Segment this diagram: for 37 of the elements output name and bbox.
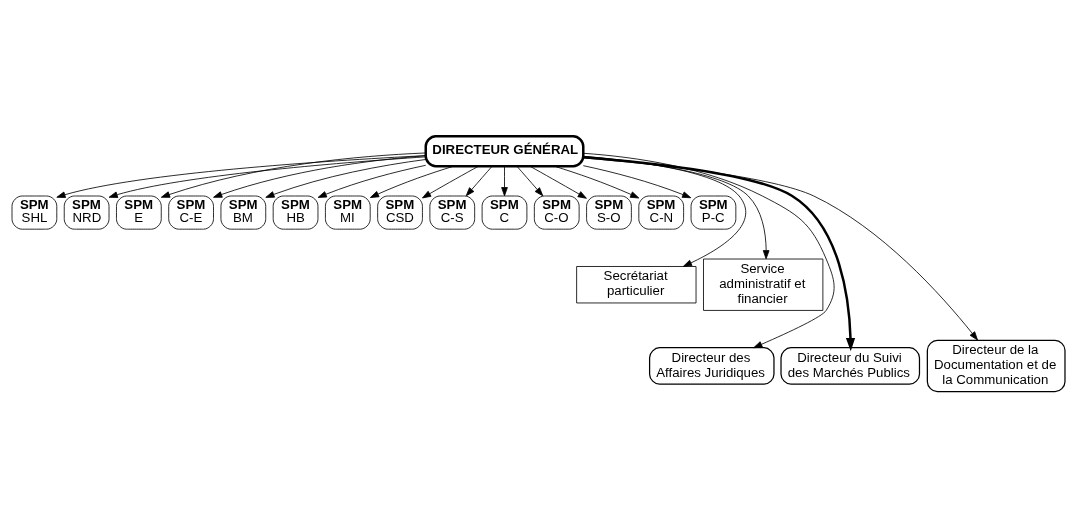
arrow bbox=[213, 155, 426, 198]
node-box: SPM E bbox=[116, 195, 162, 230]
node-box: Directeur de la Documentation et de la Communication bbox=[926, 339, 1066, 393]
node-box: SPM C bbox=[481, 195, 528, 230]
arrow bbox=[369, 165, 455, 198]
arrow bbox=[529, 165, 587, 199]
node-box: SPM C-O bbox=[533, 195, 580, 230]
node-box: SPM HB bbox=[272, 195, 319, 230]
node-box: SPM C-N bbox=[638, 195, 684, 230]
node-box: Secrétariat particulier bbox=[576, 266, 697, 304]
arrow bbox=[582, 157, 978, 341]
arrow bbox=[582, 156, 770, 260]
node-box: Service administratif et financier bbox=[703, 258, 824, 311]
node-box: SPM NRD bbox=[63, 195, 110, 230]
node-box: SPM MI bbox=[325, 195, 371, 230]
node-box: SPM S-O bbox=[586, 195, 632, 230]
node-box: DIRECTEUR GÉNÉRAL bbox=[424, 135, 585, 168]
node-box: Directeur des Affaires Juridiques bbox=[649, 347, 775, 385]
node-box: SPM P-C bbox=[690, 195, 737, 230]
arrow bbox=[583, 155, 746, 267]
node-box: SPM C-E bbox=[168, 195, 214, 230]
arrow bbox=[160, 152, 426, 198]
arrow bbox=[56, 155, 427, 198]
node-box: Directeur du Suivi des Marchés Publics bbox=[780, 347, 921, 385]
arrow bbox=[501, 165, 508, 197]
node-box: SPM CSD bbox=[377, 195, 423, 230]
node-box: SPM BM bbox=[220, 195, 267, 230]
arrow bbox=[422, 165, 479, 199]
arrow bbox=[516, 165, 544, 197]
node-box: SPM C-S bbox=[429, 195, 476, 230]
arrow bbox=[108, 156, 427, 198]
arrow bbox=[582, 165, 692, 199]
arrow bbox=[265, 159, 427, 198]
arrow bbox=[317, 164, 427, 198]
arrow bbox=[553, 165, 640, 199]
arrow bbox=[465, 165, 493, 197]
node-box: SPM SHL bbox=[11, 195, 58, 230]
